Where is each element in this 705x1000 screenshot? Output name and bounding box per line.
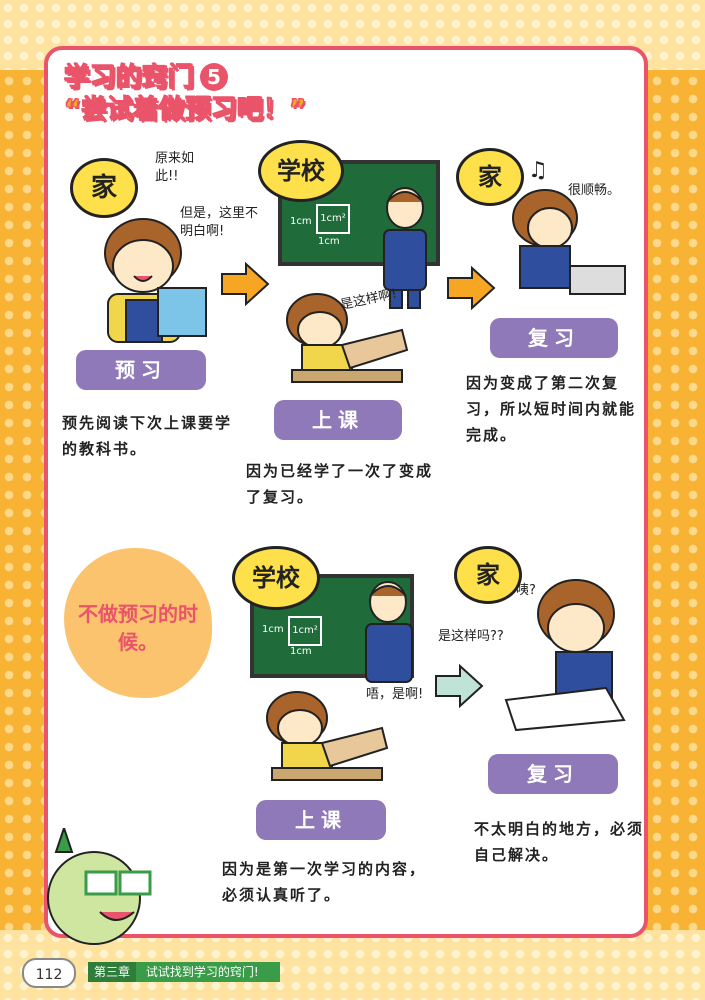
- desc-class-2: 因为是第一次学习的内容，必须认真听了。: [222, 860, 427, 904]
- board2-label-left: 1cm: [262, 624, 284, 635]
- label-review-1: 复习: [490, 318, 618, 358]
- title-line1: 学习的窍门: [63, 63, 195, 94]
- board2-label-bottom: 1cm: [290, 646, 312, 657]
- teacher-illustration-2: [365, 581, 413, 683]
- desc-preview: 预先阅读下次上课要学的教科书。: [62, 414, 233, 458]
- school-badge-2: 学校: [232, 546, 320, 610]
- title-line2: “尝试着做预习吧！”: [63, 95, 307, 126]
- section-label: 试试找到学习的窍门!: [145, 965, 259, 979]
- label-class-1: 上课: [274, 400, 402, 440]
- desc-review-1: 因为变成了第二次复习，所以短时间内就能完成。: [466, 374, 637, 444]
- girl-studying-illustration: [512, 189, 626, 295]
- page-number: 112: [22, 958, 76, 988]
- girl-confused-illustration: [504, 579, 626, 732]
- school-badge-1: 学校: [258, 140, 344, 202]
- teacher-illustration: [383, 187, 427, 309]
- board1-square: 1cm²: [316, 204, 350, 234]
- desc-review-2: 不太明白的地方，必须自己解决。: [474, 820, 645, 864]
- girl-reading-illustration: [104, 218, 207, 343]
- board1-label-bottom: 1cm: [318, 236, 340, 247]
- desc-class-1: 因为已经学了一次了变成了复习。: [246, 462, 434, 506]
- arrow-right-icon: [435, 664, 484, 708]
- label-class-2: 上课: [256, 800, 386, 840]
- home-badge-2: 家: [456, 148, 524, 206]
- arrow-right-icon: [221, 262, 270, 306]
- footer-bar: 第三章 试试找到学习的窍门!: [88, 962, 280, 982]
- board2-square: 1cm²: [288, 616, 322, 646]
- student-desk-illustration-2: [266, 691, 389, 781]
- bubble-wu: 唔，是啊!: [366, 687, 424, 702]
- chapter-label: 第三章: [88, 962, 137, 982]
- title-number: 5: [200, 63, 229, 91]
- student-desk-illustration: [286, 293, 409, 383]
- no-preview-label: 不做预习的时候。: [78, 602, 198, 654]
- board1-label-left: 1cm: [290, 216, 312, 227]
- mascot-illustration: [47, 828, 152, 945]
- bubble-henshunchang: 很顺畅。: [568, 183, 621, 198]
- bubble-danshi: 但是，这里不明白啊!: [180, 206, 259, 239]
- cloud-shape: [64, 548, 212, 698]
- label-review-2: 复习: [488, 754, 618, 794]
- home-badge-3: 家: [454, 546, 522, 604]
- bubble-shizheyangma: 是这样吗??: [438, 629, 504, 644]
- bubble-yi: 咦?: [516, 583, 536, 598]
- label-preview: 预习: [76, 350, 206, 390]
- home-badge-1: 家: [70, 158, 138, 218]
- bubble-yuanlai: 原来如此!!: [155, 151, 195, 184]
- arrow-right-icon: [447, 266, 496, 310]
- music-note-icon: ♫: [528, 158, 548, 183]
